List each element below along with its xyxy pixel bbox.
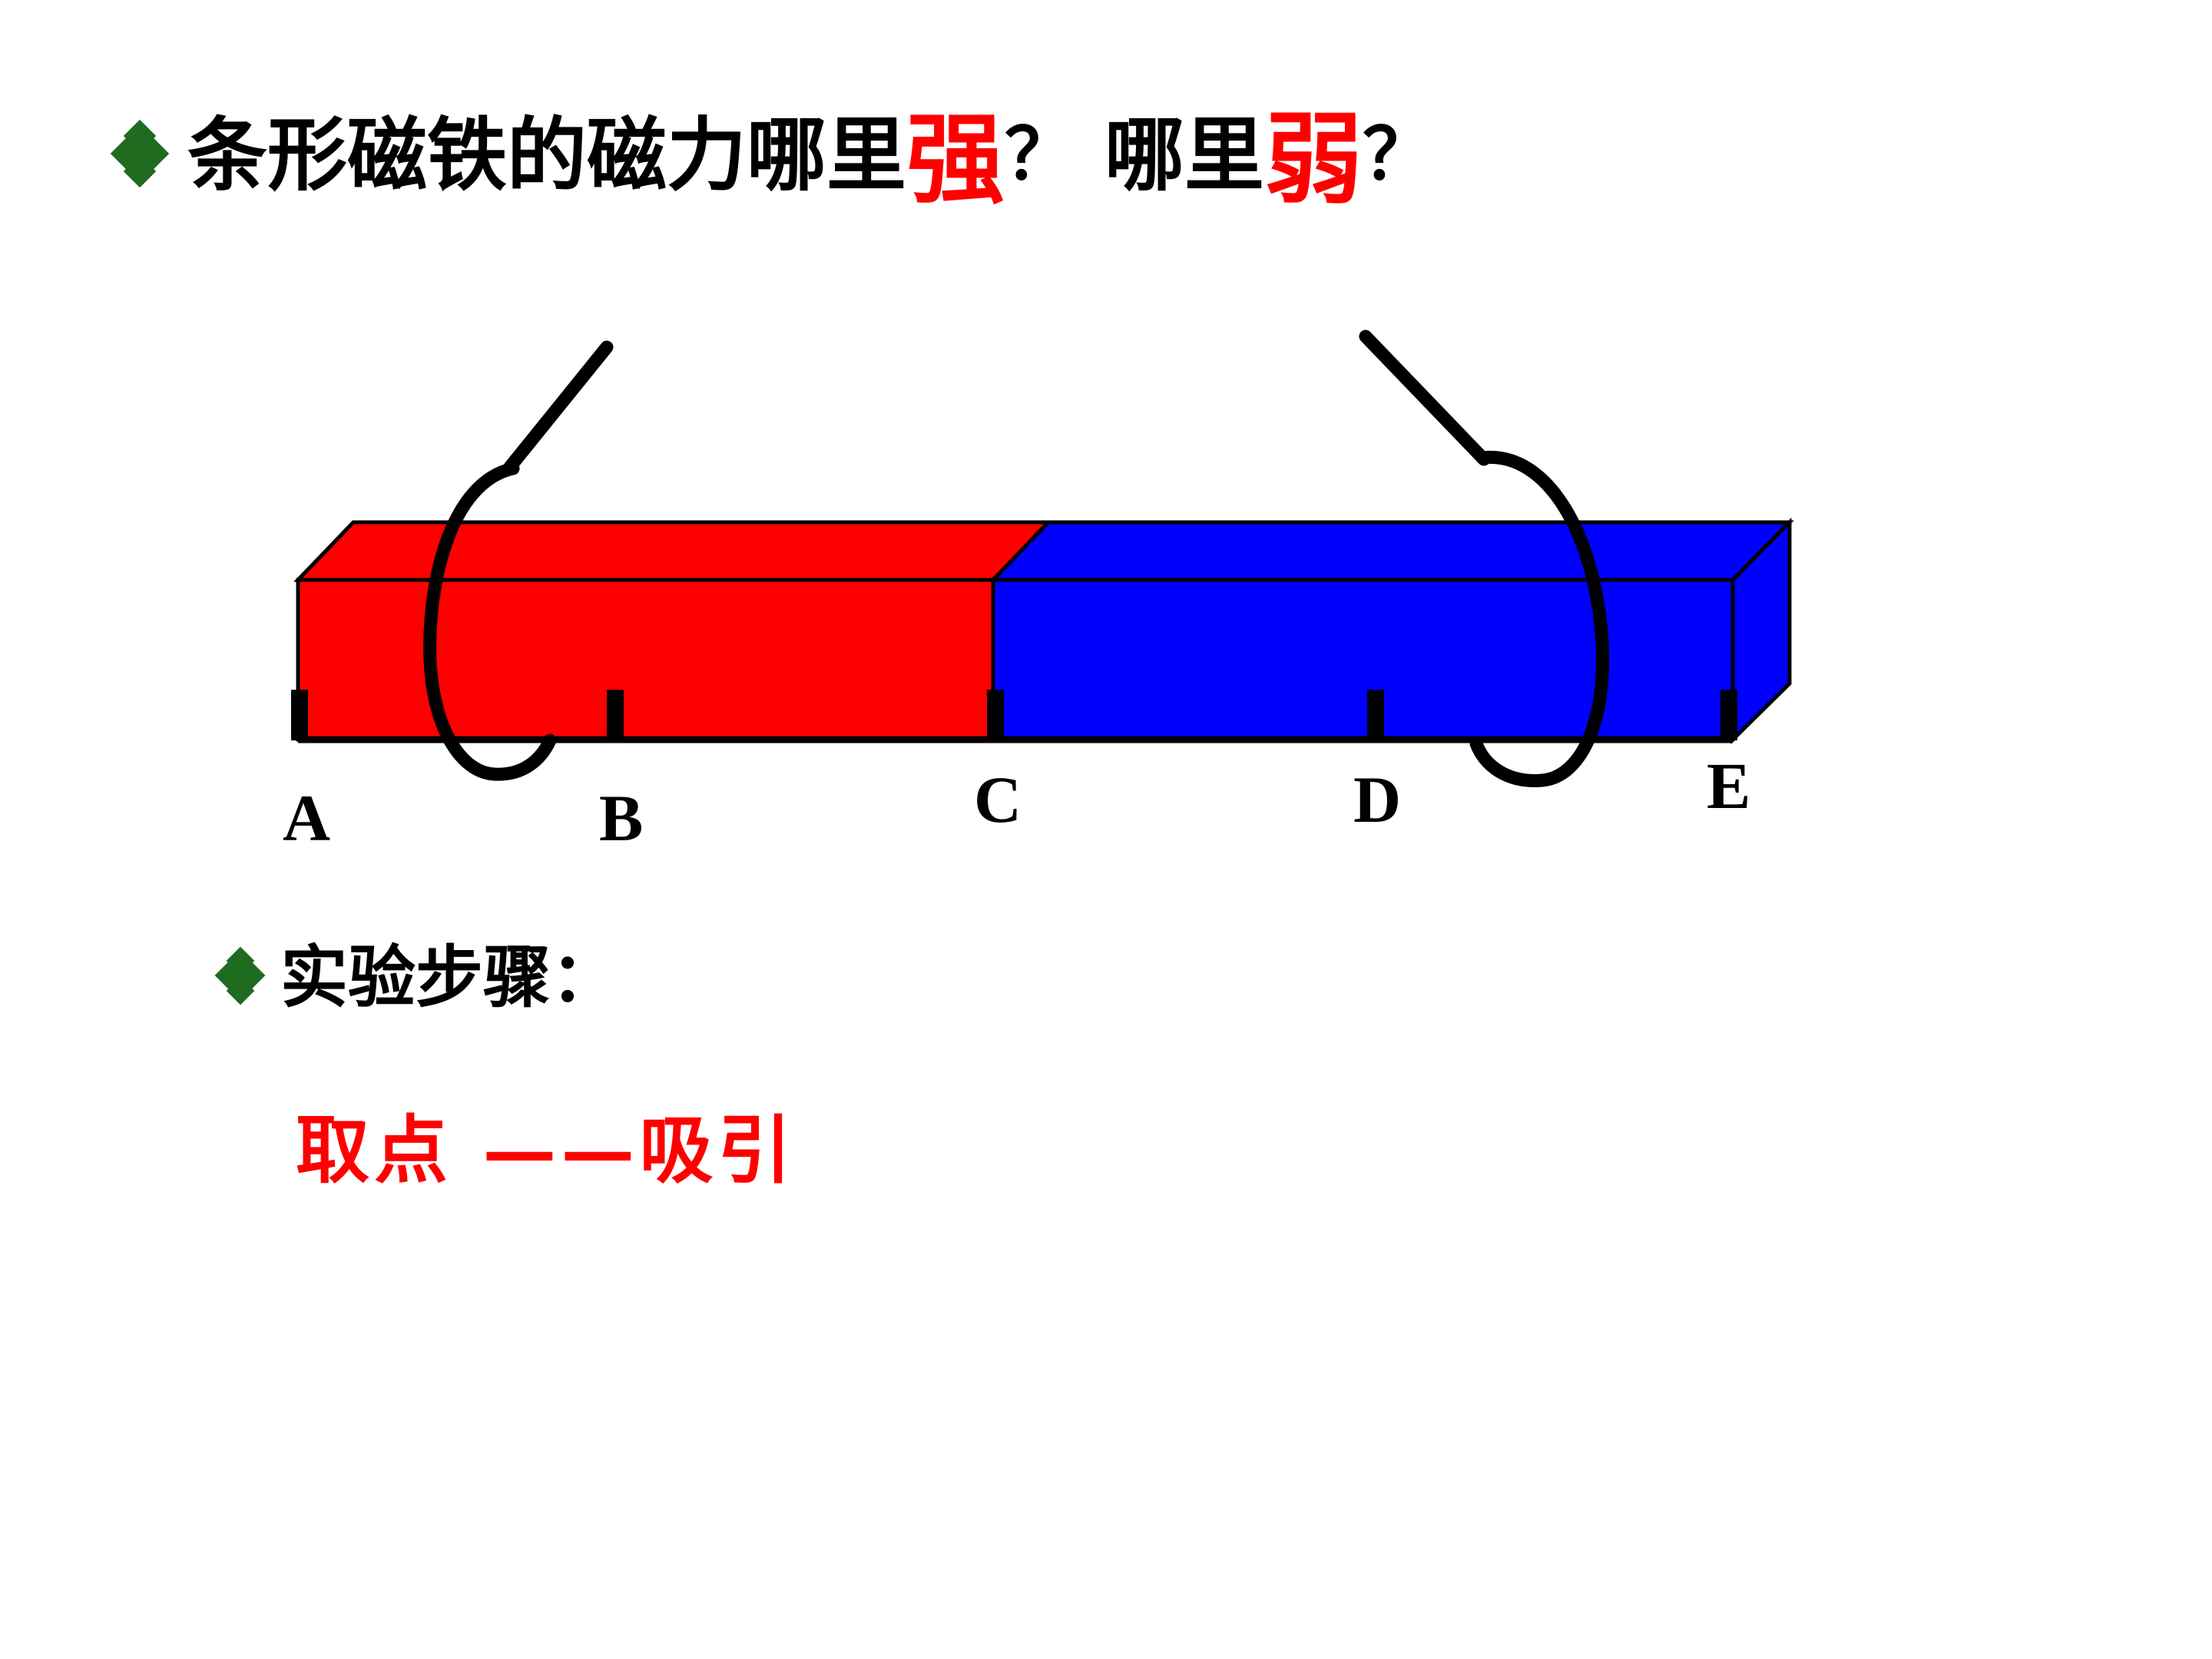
title-question-mark-2: ？ bbox=[1363, 116, 1434, 195]
title-question-mark-1: ？ bbox=[1005, 116, 1076, 195]
green-diamond-bullet-icon bbox=[110, 120, 175, 188]
tick-mark-C bbox=[987, 690, 1004, 740]
title-emphasis-weak: 弱 bbox=[1264, 102, 1363, 217]
point-label-C: C bbox=[974, 763, 1022, 836]
experiment-steps-heading: 实验步骤： bbox=[214, 937, 619, 1017]
magnet-tick-marks bbox=[291, 690, 1737, 740]
tick-mark-D bbox=[1367, 690, 1384, 740]
magnet-front-face-south bbox=[991, 578, 1735, 742]
magnet-top-face-north bbox=[293, 520, 1053, 582]
loop-left-ellipse bbox=[423, 462, 557, 781]
tick-mark-E bbox=[1720, 690, 1737, 740]
tick-mark-B bbox=[607, 690, 624, 740]
loop-right-pointer-line bbox=[1359, 329, 1491, 466]
point-label-D: D bbox=[1353, 763, 1402, 836]
annotation-loop-left bbox=[423, 340, 614, 781]
title-text-part-1: 条形磁铁的磁力哪里 bbox=[187, 108, 907, 203]
annotation-loop-right bbox=[1359, 329, 1610, 787]
tick-mark-A bbox=[291, 690, 308, 740]
slide-title: 条形磁铁的磁力哪里 强 ？ 哪里 弱 ？ bbox=[110, 108, 1434, 209]
experiment-steps-text: 实验步骤： bbox=[280, 937, 619, 1017]
point-label-A: A bbox=[283, 781, 331, 855]
magnet-right-end-face bbox=[1730, 517, 1792, 744]
point-label-B: B bbox=[599, 781, 644, 855]
point-label-E: E bbox=[1707, 749, 1751, 823]
title-emphasis-strong: 强 bbox=[906, 102, 1005, 217]
title-text-part-2: 哪里 bbox=[1104, 108, 1265, 203]
loop-left-pointer-line bbox=[503, 340, 614, 474]
loop-right-ellipse bbox=[1469, 450, 1610, 787]
magnet-front-face-north bbox=[296, 578, 995, 742]
experiment-action-text: 取点 ——吸引 bbox=[296, 1107, 796, 1194]
green-diamond-bullet-icon bbox=[214, 946, 270, 1005]
magnet-top-face-south bbox=[988, 520, 1794, 582]
